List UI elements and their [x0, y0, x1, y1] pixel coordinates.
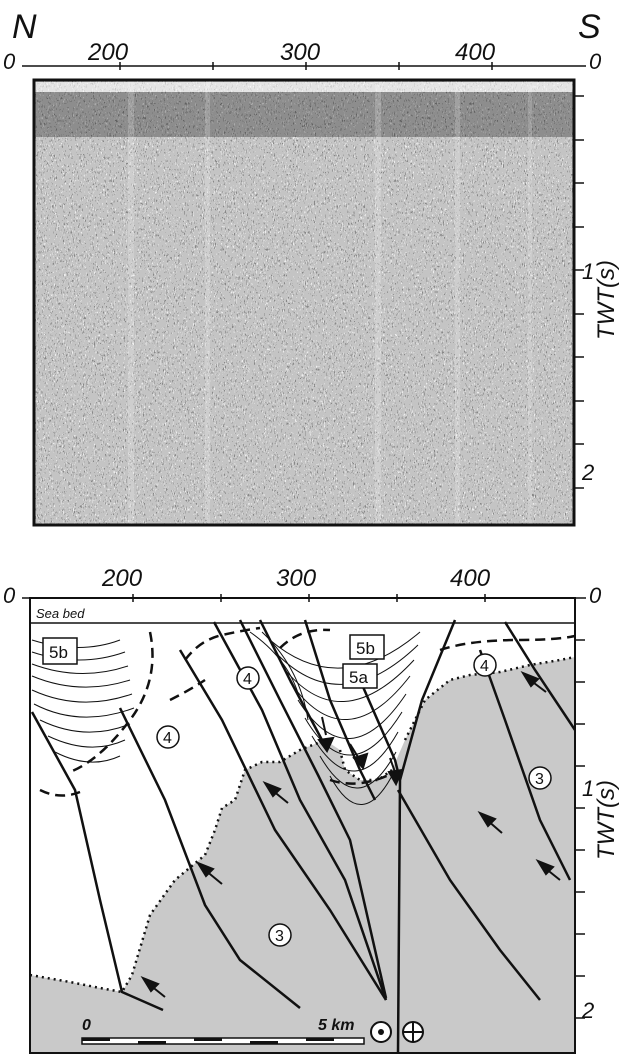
unit-boundary-dotted	[29, 655, 576, 994]
seismic-noise-texture	[34, 80, 574, 525]
x-tick-label-400: 400	[455, 39, 496, 66]
x-tick-label-200: 200	[87, 39, 129, 66]
svg-text:3: 3	[275, 928, 284, 945]
top-left-zero-label: 0	[3, 49, 16, 74]
unit-label-3-right: 3	[528, 766, 552, 790]
twt-tick-2-top: 2	[581, 460, 594, 485]
seismic-water-layer	[34, 82, 574, 92]
svg-text:4: 4	[480, 658, 489, 675]
unit-label-3-bottom: 3	[268, 923, 292, 947]
seismic-trace-gap	[128, 80, 134, 525]
seismic-trace-gap	[528, 80, 532, 525]
seismic-trace-gap	[455, 80, 460, 525]
unit-label-5a: 5a	[342, 663, 378, 689]
twt-axis-title-bottom: TWT(s)	[593, 780, 620, 860]
seismic-trace-gap	[205, 80, 210, 525]
x-tick-label-400-bottom: 400	[450, 565, 491, 592]
bottom-left-zero-label: 0	[3, 583, 16, 608]
svg-text:5b: 5b	[49, 643, 68, 662]
into-page-symbol	[402, 1021, 424, 1043]
svg-text:5b: 5b	[356, 639, 375, 658]
x-tick-label-200-bottom: 200	[101, 565, 143, 592]
fault-motion-arrows	[140, 670, 561, 998]
unit-label-5b-left: 5b	[42, 637, 78, 665]
seismic-frame	[32, 78, 576, 527]
basement-unit-3	[30, 657, 575, 1053]
south-label: S	[578, 8, 601, 46]
interpretation-panel: 200 300 400 0 0 Sea bed	[3, 565, 620, 1054]
x-tick-label-300: 300	[280, 39, 321, 66]
svg-text:4: 4	[243, 671, 252, 688]
out-of-page-symbol	[370, 1021, 392, 1043]
sea-bed-label: Sea bed	[36, 606, 85, 621]
unit-label-3-far-right: 3	[555, 770, 575, 790]
top-axis-ticks	[119, 62, 493, 70]
unit-label-5b-center: 5b	[349, 634, 385, 660]
scale-bar: 0 5 km	[81, 1017, 365, 1045]
scale-bar-end-label: 5 km	[318, 1017, 354, 1034]
twt-axis-title-top: TWT(s)	[593, 260, 620, 340]
bottom-right-zero-label: 0	[589, 583, 602, 608]
twt-tick-1-top: 1	[582, 259, 594, 284]
svg-text:5a: 5a	[349, 668, 368, 687]
bottom-top-axis-ticks	[132, 594, 486, 602]
seismic-trace-gap	[375, 80, 381, 525]
dashed-horizons	[39, 626, 576, 797]
top-right-zero-label: 0	[589, 49, 602, 74]
svg-text:4: 4	[163, 730, 172, 747]
twt-axis-ticks-bottom	[575, 639, 585, 1019]
scale-bar-start-label: 0	[82, 1017, 91, 1034]
seismic-section-panel: N S 0 0 200 300 400 1	[3, 8, 620, 527]
twt-tick-2-bottom: 2	[581, 998, 594, 1023]
unit-label-4-right: 4	[473, 653, 497, 677]
svg-text:3: 3	[535, 771, 544, 788]
seismic-shallow-reflectors	[34, 92, 574, 137]
unit-label-4-middle: 4	[236, 666, 260, 690]
unit-label-4-left: 4	[156, 725, 180, 749]
twt-tick-1-bottom: 1	[582, 776, 594, 801]
north-label: N	[12, 8, 37, 46]
twt-axis-ticks-top	[574, 95, 584, 489]
x-tick-label-300-bottom: 300	[276, 565, 317, 592]
